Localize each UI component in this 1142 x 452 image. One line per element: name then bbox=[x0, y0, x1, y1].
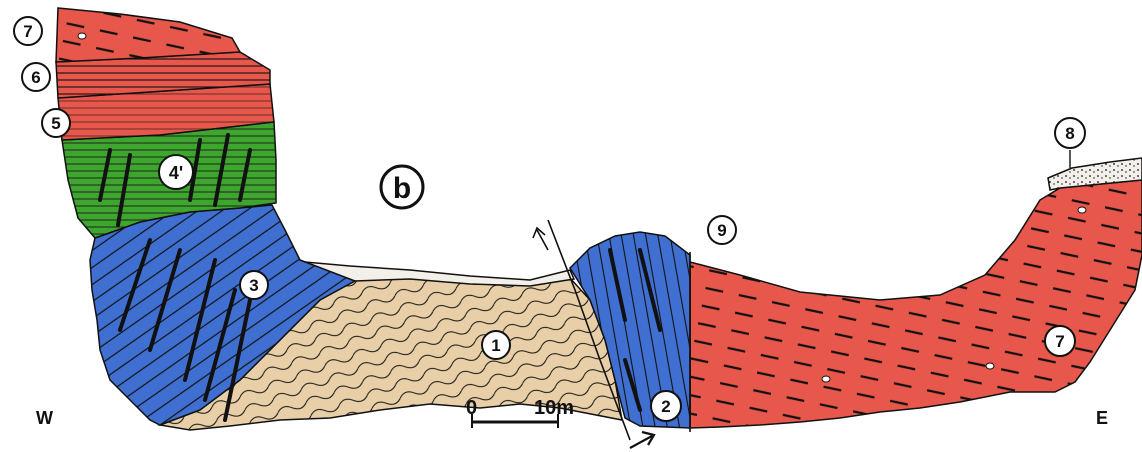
scale-end-label: 10m bbox=[534, 397, 574, 419]
panel-label: b bbox=[381, 166, 423, 208]
unit-label-4p: 4' bbox=[159, 155, 193, 189]
svg-text:7: 7 bbox=[23, 22, 32, 41]
unit-7-right-dashes bbox=[690, 180, 1142, 428]
unit-label-5: 5 bbox=[42, 109, 70, 137]
svg-text:1: 1 bbox=[491, 336, 500, 355]
unit-label-9: 9 bbox=[708, 216, 736, 244]
direction-east: E bbox=[1096, 408, 1108, 428]
scale-start-label: 0 bbox=[466, 397, 477, 419]
unit-label-2: 2 bbox=[651, 391, 681, 421]
unit-label-7-right: 7 bbox=[1045, 326, 1075, 356]
svg-text:4': 4' bbox=[169, 163, 183, 183]
unit-label-6: 6 bbox=[22, 63, 50, 91]
svg-text:7: 7 bbox=[1055, 332, 1064, 351]
unit-label-8: 8 bbox=[1055, 118, 1085, 148]
svg-text:6: 6 bbox=[31, 68, 40, 87]
svg-text:b: b bbox=[393, 172, 411, 205]
fault-motion-arrow-down bbox=[630, 432, 654, 448]
fault-motion-arrow-up bbox=[533, 228, 548, 250]
svg-text:9: 9 bbox=[717, 221, 726, 240]
direction-west: W bbox=[36, 408, 53, 428]
svg-text:2: 2 bbox=[661, 397, 670, 416]
svg-text:3: 3 bbox=[249, 276, 258, 295]
unit-label-1: 1 bbox=[482, 331, 510, 359]
svg-text:5: 5 bbox=[51, 114, 60, 133]
unit-label-3: 3 bbox=[240, 271, 268, 299]
unit-label-7-top: 7 bbox=[14, 17, 42, 45]
svg-text:8: 8 bbox=[1065, 124, 1074, 143]
